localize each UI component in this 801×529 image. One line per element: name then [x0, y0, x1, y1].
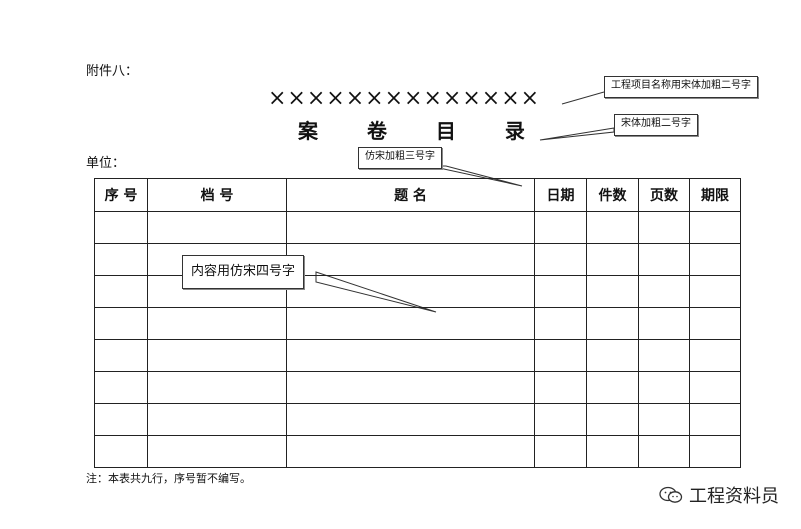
table-cell [534, 211, 587, 244]
archive-catalog-table: 序 号 档 号 题 名 日期 件数 页数 期限 [94, 178, 741, 468]
table-row [94, 307, 741, 340]
table-cell [586, 371, 639, 404]
table-row [94, 339, 741, 372]
table-cell [94, 211, 148, 244]
table-cell [94, 371, 148, 404]
table-cell [638, 275, 690, 308]
table-cell [286, 243, 535, 276]
table-row [94, 371, 741, 404]
table-cell [286, 371, 535, 404]
table-cell [638, 435, 690, 468]
callout-title-font: 宋体加粗二号字 [614, 114, 698, 136]
table-cell [94, 243, 148, 276]
table-cell [689, 435, 741, 468]
table-cell [689, 275, 741, 308]
table-cell [586, 403, 639, 436]
table-cell [638, 371, 690, 404]
table-cell [638, 339, 690, 372]
table-cell [534, 403, 587, 436]
watermark: 工程资料员 [659, 482, 779, 508]
table-cell [534, 339, 587, 372]
table-cell [586, 211, 639, 244]
table-cell [689, 371, 741, 404]
watermark-text: 工程资料员 [689, 486, 779, 507]
table-cell [689, 211, 741, 244]
column-header-title: 题 名 [286, 178, 535, 212]
table-row [94, 211, 741, 244]
table-cell [689, 307, 741, 340]
table-cell [534, 371, 587, 404]
table-cell [586, 339, 639, 372]
callout-content-font: 内容用仿宋四号字 [182, 255, 305, 289]
table-cell [586, 243, 639, 276]
table-cell [689, 243, 741, 276]
table-cell [534, 275, 587, 308]
column-header-items: 件数 [586, 178, 639, 212]
document-title: 案 卷 目 录 [298, 119, 525, 143]
table-cell [286, 403, 535, 436]
table-cell [94, 435, 148, 468]
wechat-icon [659, 486, 683, 503]
callout-header-font: 仿宋加粗三号字 [358, 147, 442, 169]
table-cell [94, 307, 148, 340]
project-name-placeholder: ×××××××××××××× [268, 86, 541, 111]
table-cell [94, 403, 148, 436]
column-header-file-no: 档 号 [147, 178, 287, 212]
column-header-seq: 序 号 [94, 178, 148, 212]
table-cell [147, 339, 287, 372]
callout-project-name-font: 工程项目名称用宋体加粗二号字 [604, 76, 758, 98]
table-cell [286, 339, 535, 372]
table-cell [638, 243, 690, 276]
table-cell [586, 307, 639, 340]
table-cell [689, 403, 741, 436]
footnote: 注：本表共九行，序号暂不编写。 [86, 472, 251, 485]
table-cell [286, 275, 535, 308]
table-cell [638, 307, 690, 340]
table-header-row: 序 号 档 号 题 名 日期 件数 页数 期限 [94, 178, 741, 212]
table-cell [147, 403, 287, 436]
table-cell [147, 307, 287, 340]
table-cell [689, 339, 741, 372]
column-header-pages: 页数 [638, 178, 690, 212]
leader-title-font [539, 127, 615, 141]
table-cell [638, 211, 690, 244]
attachment-label: 附件八： [86, 64, 139, 79]
table-cell [286, 307, 535, 340]
table-row [94, 435, 741, 468]
column-header-date: 日期 [534, 178, 587, 212]
column-header-term: 期限 [689, 178, 741, 212]
leader-project-name [561, 91, 605, 105]
table-cell [586, 275, 639, 308]
table-cell [147, 435, 287, 468]
table-cell [286, 211, 535, 244]
table-cell [534, 243, 587, 276]
table-cell [147, 211, 287, 244]
table-cell [534, 435, 587, 468]
table-cell [286, 435, 535, 468]
table-cell [94, 339, 148, 372]
table-cell [94, 275, 148, 308]
table-cell [147, 371, 287, 404]
table-cell [586, 435, 639, 468]
table-cell [638, 403, 690, 436]
unit-label: 单位： [86, 156, 126, 171]
table-row [94, 403, 741, 436]
table-cell [534, 307, 587, 340]
